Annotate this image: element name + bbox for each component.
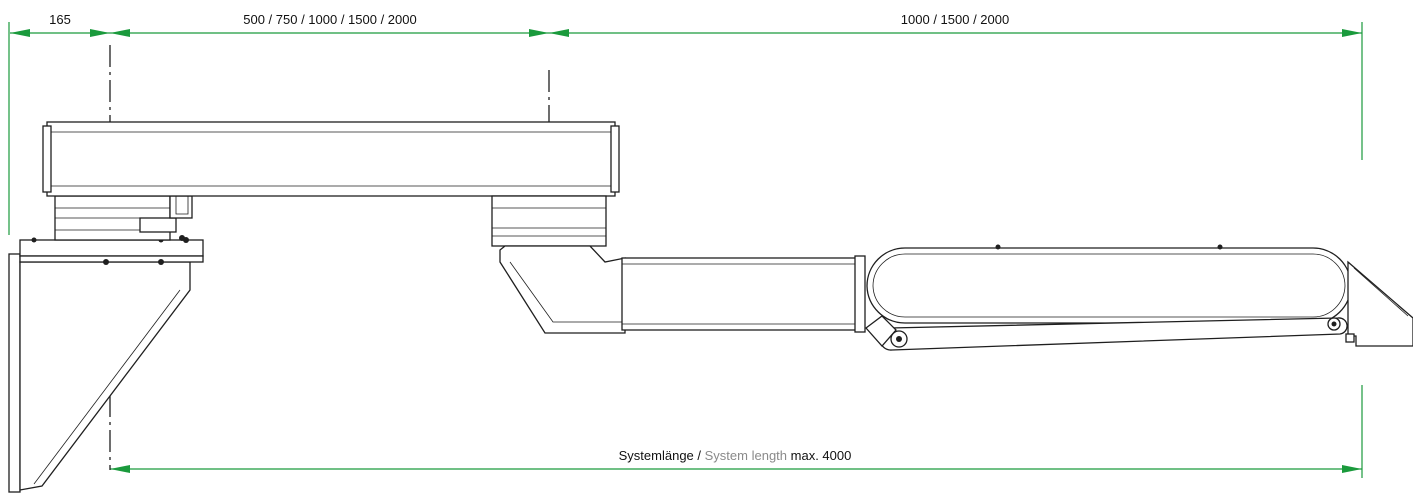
bracket-gusset [19,261,191,491]
system-length-en: System length [705,448,787,463]
bolt-2 [103,259,109,265]
elbow-connector [499,245,626,334]
pivot-joint-2 [491,195,607,247]
elbow-inner-line [509,261,622,323]
wall-plate [8,253,21,493]
bracket-gusset-edge [33,289,181,485]
joint-cap [865,315,897,347]
elbow-body [499,245,626,334]
system-length-dimension: Systemlänge / System length max. 4000 [110,448,1362,473]
arrow-165-right [90,29,110,37]
pivot2-housing [491,195,607,247]
end-head-inner [1353,267,1409,317]
system-length-max: max. 4000 [791,448,852,463]
pivot1-bolt [179,235,185,241]
spring-arm-body [866,247,1352,324]
forearm-tube [621,255,866,333]
spring-arm-screw-1 [995,244,1001,250]
spring-arm-inner [872,253,1346,318]
bolt-1 [31,237,37,243]
end-head-body [1347,260,1413,347]
arrow-arm2-left [549,29,569,37]
upper-arm [42,121,620,197]
system-length-de: Systemlänge / [619,448,702,463]
arrow-system-right [1342,465,1362,473]
pivot-joint-1 [54,195,193,241]
arrow-165-left [10,29,30,37]
forearm-collar [854,255,866,333]
mount-plate [19,239,204,257]
spring-arm [865,244,1352,351]
dim-label-arm1: 500 / 750 / 1000 / 1500 / 2000 [243,12,416,27]
link-pivot-right-core [1331,321,1337,327]
system-length-label: Systemlänge / System length max. 4000 [619,448,852,463]
dimension-lines: 165 500 / 750 / 1000 / 1500 / 2000 1000 … [8,12,1363,478]
wall-bracket [8,237,204,493]
upper-arm-endcap-right [610,125,620,193]
dim-label-arm2: 1000 / 1500 / 2000 [901,12,1009,27]
forearm-tube-body [621,257,863,331]
pivot1-bracket [169,195,193,219]
end-head [1345,260,1413,347]
link-pivot-left-core [896,336,902,342]
pivot1-bracket-inner [175,196,189,215]
upper-arm-endcap-left [42,125,52,193]
arrow-arm2-right [1342,29,1362,37]
mount-plate-lower [19,255,204,263]
arrow-arm1-right [529,29,549,37]
arrow-arm1-left [110,29,130,37]
spring-arm-screw-2 [1217,244,1223,250]
upper-arm-body [46,121,616,197]
bolt-3 [158,259,164,265]
dim-label-165: 165 [49,12,71,27]
arrow-system-left [110,465,130,473]
end-head-tab [1345,333,1355,343]
pivot1-brake [139,217,177,233]
